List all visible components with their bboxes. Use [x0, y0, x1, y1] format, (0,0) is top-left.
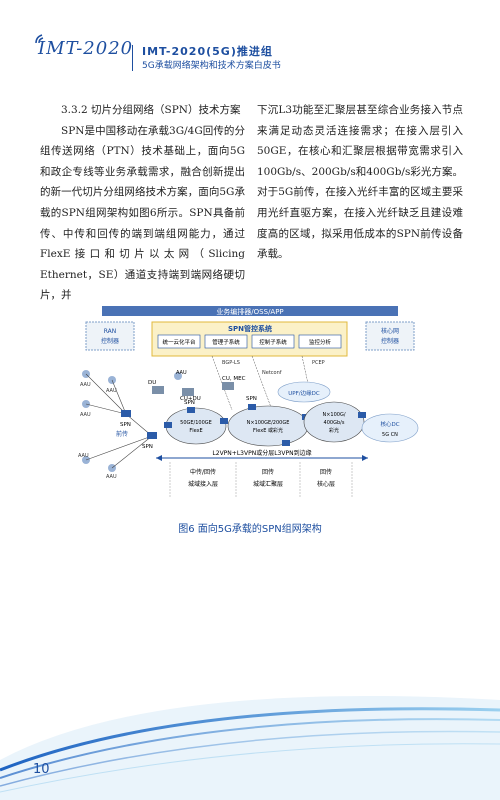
module-label-1: 统一云化平台: [162, 338, 196, 346]
logo-text: IMT-2020: [38, 38, 134, 59]
module-label-2: 管理子系统: [212, 338, 240, 346]
section-title: 3.3.2 切片分组网络（SPN）技术方案: [61, 104, 241, 116]
core-controller-label-1: 核心网: [381, 327, 399, 335]
spn-label-4: SPN: [246, 396, 257, 402]
layer3-top: 回传: [320, 468, 332, 476]
ring3-label-3: 彩光: [329, 427, 339, 434]
header-divider: [132, 45, 133, 71]
module-box-3: [251, 334, 295, 349]
orchestrator-label: 业务编排器/OSS/APP: [216, 307, 283, 316]
header-subtitle: 5G承载网络架构和技术方案白皮书: [142, 61, 281, 71]
cn-label: 5G CN: [382, 432, 398, 438]
core-controller-label-2: 控制器: [381, 337, 399, 345]
spn-node-icon: [358, 412, 366, 418]
cu-mec-label: CU, MEC: [222, 376, 246, 382]
ran-controller-label-2: 控制器: [101, 337, 119, 345]
right-column: 下沉L3功能至汇聚层甚至综合业务接入节点来满足动态灵活连接需求；在接入层引入50…: [257, 100, 463, 265]
du-server-icon: [152, 386, 164, 394]
cu-du-server-icon: [182, 388, 194, 396]
spn-modules: 统一云化平台 管理子系统 控制子系统 监控分析: [157, 334, 342, 349]
vpn-label: L2VPN+L3VPN或分层L3VPN到边缘: [212, 449, 311, 457]
layer2-bottom: 城域汇聚层: [253, 480, 283, 488]
aau-antenna-icon: [174, 372, 182, 380]
ran-controller-label-1: RAN: [104, 328, 117, 335]
bgp-ls-label: BGP-LS: [222, 360, 240, 366]
left-paragraph: SPN是中国移动在承载3G/4G回传的分组传送网络（PTN）技术基础上，面向5G…: [40, 124, 245, 302]
core-dc-cloud: [361, 413, 419, 443]
spn-node-icon: [187, 407, 195, 413]
aau-label-3: AAU: [106, 388, 117, 394]
spn-node-icon: [282, 440, 290, 446]
ring2-label-1: N×100GE/200GE: [247, 420, 290, 426]
logo-signal-icon: [35, 34, 44, 44]
orchestrator-bar: [102, 306, 398, 316]
pcep-label: PCEP: [312, 360, 325, 366]
core-controller-box: [365, 321, 415, 351]
page-header: IMT-2020 IMT-2020(5G)推进组 5G承载网络架构和技术方案白皮…: [0, 0, 500, 80]
ring3-label-1: N×100G/: [322, 412, 345, 418]
figure-caption: 图6 面向5G承载的SPN组网架构: [178, 524, 322, 535]
module-box-4: [298, 334, 342, 349]
left-column: 3.3.2 切片分组网络（SPN）技术方案 SPN是中国移动在承载3G/4G回传…: [40, 100, 245, 306]
ring1-label-2: FlexE: [189, 428, 202, 434]
spn-architecture-figure: 业务编排器/OSS/APP RAN 控制器 SPN管控系统 统一云化平台 管理子…: [78, 306, 419, 498]
aau-label-6: AAU: [176, 370, 187, 376]
aggregation-ring: [227, 405, 309, 447]
netconf-label: Netconf: [262, 370, 282, 376]
ran-controller-box: [85, 321, 135, 351]
layer2-top: 回传: [262, 468, 274, 476]
page-number: 10: [33, 762, 50, 777]
module-box-2: [204, 334, 248, 349]
module-label-4: 监控分析: [309, 338, 332, 346]
core-ring: [303, 401, 365, 443]
footer-wave-decoration: [0, 696, 500, 800]
spn-node-icon: [220, 418, 228, 424]
aau-label-5: AAU: [106, 474, 117, 480]
spn-label-1: SPN: [120, 422, 131, 428]
aau-label-1: AAU: [80, 382, 91, 388]
aau-label-4: AAU: [78, 453, 89, 459]
fronthaul-label: 前传: [116, 430, 128, 438]
spn-node-icon: [164, 422, 172, 428]
cu-du-label: CU+DU: [180, 396, 201, 402]
ring2-label-2: FlexE 或彩光: [253, 427, 283, 434]
right-paragraph: 下沉L3功能至汇聚层甚至综合业务接入节点来满足动态灵活连接需求；在接入层引入50…: [257, 104, 463, 261]
header-title: IMT-2020(5G)推进组: [142, 45, 273, 58]
layer1-bottom: 城域接入层: [188, 480, 218, 488]
aau-label-2: AAU: [80, 412, 91, 418]
upf-label: UPF/边缘DC: [288, 389, 320, 397]
module-box-1: [157, 334, 201, 349]
ring1-label-1: 50GE/100GE: [180, 420, 212, 426]
spn-label-2: SPN: [142, 444, 153, 450]
cu-mec-server-icon: [222, 382, 234, 390]
edge-dc-cloud: [277, 381, 331, 403]
spn-node-icon: [121, 410, 131, 417]
module-label-3: 控制子系统: [259, 338, 287, 346]
ring3-label-2: 400Gb/s: [324, 420, 345, 426]
spn-node-icon: [248, 404, 256, 410]
spn-node-icon: [147, 432, 157, 439]
core-dc-label: 核心DC: [380, 420, 399, 428]
aau-cluster: AAU AAU AAU AAU AAU: [78, 370, 117, 480]
du-label: DU: [148, 380, 156, 386]
spn-label-3: SPN: [184, 400, 195, 406]
access-ring: [165, 407, 227, 445]
spn-system-label: SPN管控系统: [228, 324, 272, 333]
layer3-bottom: 核心层: [317, 480, 335, 488]
layer1-top: 中传/回传: [190, 468, 216, 476]
